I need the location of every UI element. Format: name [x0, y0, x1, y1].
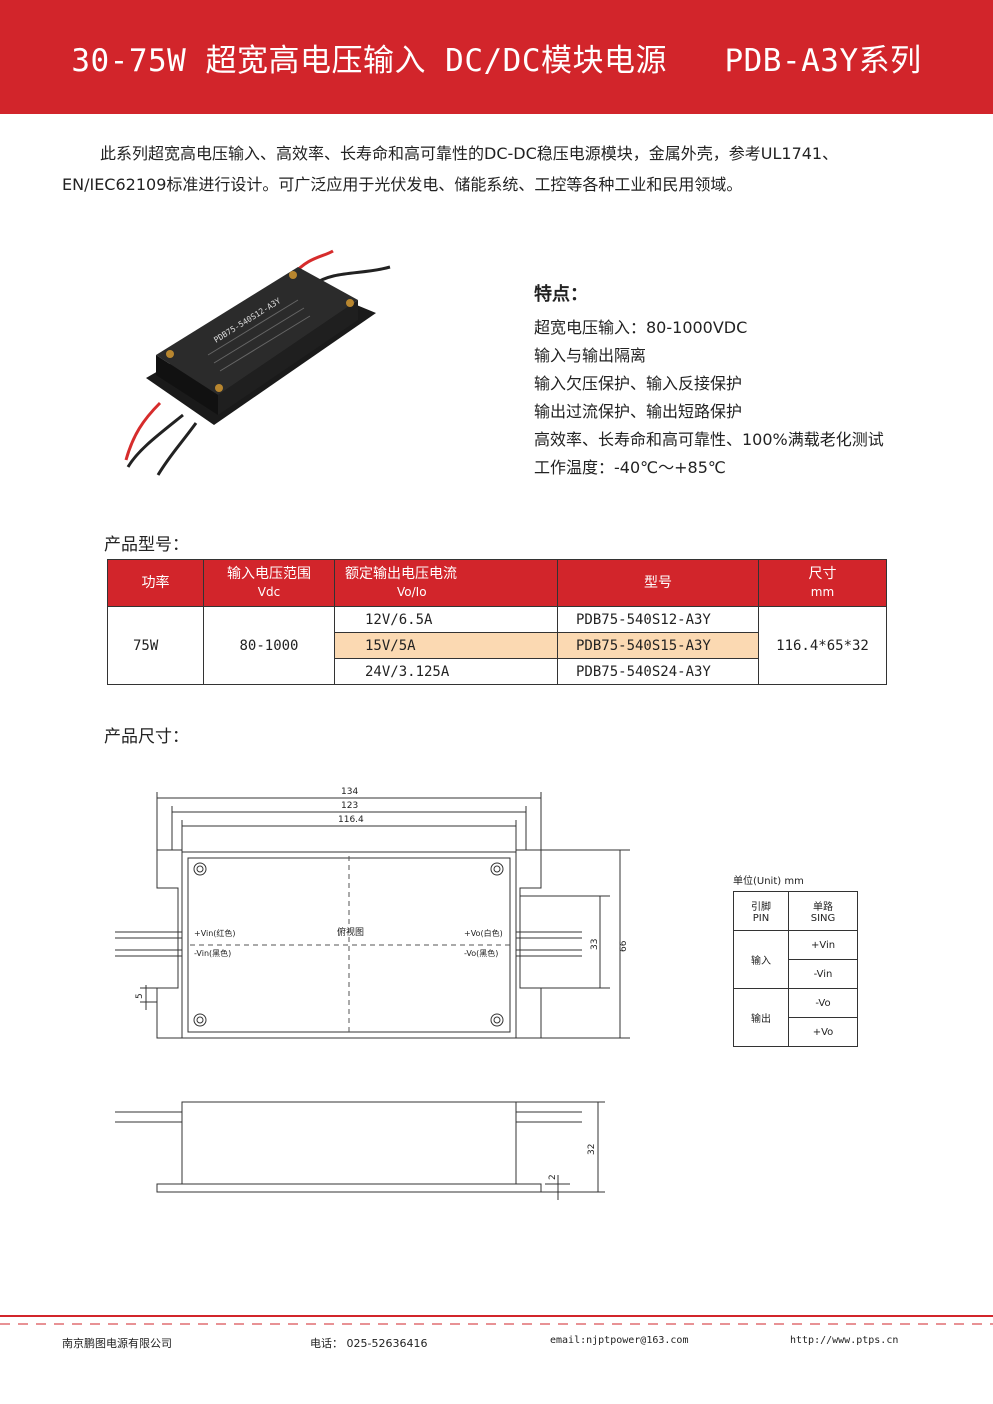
cell-output: 12V/6.5A [334, 606, 558, 633]
vin-pos-label: +Vin(红色) [194, 928, 236, 938]
feature-item: 输入与输出隔离 [534, 346, 647, 365]
dimension-drawing: 134 123 116.4 俯视图 +Vin(红色) -Vin(黑色) +Vo(… [115, 787, 630, 1200]
features-list: 超宽电压输入：80-1000VDC 输入与输出隔离 输入欠压保护、输入反接保护 … [534, 314, 954, 482]
footer-phone: 电话： 025-52636416 [310, 1337, 428, 1350]
cell-model: PDB75-540S12-A3Y [557, 606, 759, 633]
footer-website: http://www.ptps.cn [790, 1335, 899, 1346]
pin-cell: +Vin [788, 930, 858, 960]
pin-table-block: 单位(Unit) mm 引脚 PIN 单路 SING 输入 +Vin -Vin … [733, 872, 858, 1047]
dimensions-section-title: 产品尺寸： [104, 727, 189, 747]
models-table-header: 功率 输入电压范围 Vdc 额定输出电压电流 Vo/Io 型号 尺寸 mm [107, 559, 887, 607]
models-section-title: 产品型号： [104, 535, 189, 555]
dim-116: 116.4 [338, 815, 364, 825]
feature-item: 工作温度：-40℃～+85℃ [534, 458, 726, 477]
pin-cell: -Vin [788, 959, 858, 989]
pin-col1-header: 引脚 PIN [733, 891, 789, 931]
header-input-unit: Vdc [257, 585, 281, 599]
cell-size: 116.4*65*32 [758, 606, 887, 685]
table-row: 输出 -Vo [733, 988, 858, 1047]
table-row: 24V/3.125A PDB75-540S24-A3Y [108, 658, 887, 685]
pin-cell: +Vo [788, 1017, 858, 1047]
cell-model: PDB75-540S15-A3Y [557, 632, 759, 659]
dim-33: 33 [590, 939, 600, 950]
cell-model: PDB75-540S24-A3Y [557, 658, 759, 685]
table-row: 输入 +Vin [733, 930, 858, 989]
pin-table-header: 引脚 PIN 单路 SING [733, 891, 858, 931]
product-photo: PDB75-540S12-A3Y [124, 249, 391, 476]
intro-text: 此系列超宽高电压输入、高效率、长寿命和高可靠性的DC-DC稳压电源模块，金属外壳… [62, 144, 839, 194]
feature-item: 输入欠压保护、输入反接保护 [534, 374, 743, 393]
pin-col1-sub: PIN [752, 913, 770, 924]
pin-cell: -Vo [788, 988, 858, 1018]
feature-item: 高效率、长寿命和高可靠性、100%满载老化测试 [534, 430, 884, 449]
dim-32: 32 [587, 1144, 597, 1155]
pin-input-label: 输入 [733, 930, 789, 989]
vo-pos-label: +Vo(白色) [464, 928, 503, 938]
header-input: 输入电压范围 Vdc [203, 559, 335, 607]
models-table: 功率 输入电压范围 Vdc 额定输出电压电流 Vo/Io 型号 尺寸 mm 75… [107, 559, 887, 685]
intro-paragraph: 此系列超宽高电压输入、高效率、长寿命和高可靠性的DC-DC稳压电源模块，金属外壳… [62, 138, 922, 200]
header-input-label: 输入电压范围 [227, 566, 311, 582]
vin-neg-label: -Vin(黑色) [194, 948, 231, 958]
pin-col2-title: 单路 [813, 902, 833, 913]
footer-divider [0, 1315, 993, 1325]
pin-col2-header: 单路 SING [788, 891, 858, 931]
dim-2: 2 [548, 1174, 558, 1180]
header-model: 型号 [557, 559, 759, 607]
page-title-banner: 30-75W 超宽高电压输入 DC/DC模块电源 PDB-A3Y系列 [0, 0, 993, 114]
pin-col1-title: 引脚 [751, 902, 771, 913]
cell-power: 75W [107, 606, 204, 685]
header-output-unit: Vo/Io [397, 585, 427, 599]
features-title: 特点： [534, 284, 588, 305]
feature-item: 输出过流保护、输出短路保护 [534, 402, 743, 421]
header-output: 额定输出电压电流 Vo/Io [334, 559, 558, 607]
dim-5: 5 [135, 993, 145, 999]
header-size: 尺寸 mm [758, 559, 887, 607]
footer-company: 南京鹏图电源有限公司 [62, 1337, 172, 1350]
table-row: 75W 80-1000 12V/6.5A PDB75-540S12-A3Y 11… [107, 606, 887, 685]
pin-output-label: 输出 [733, 988, 789, 1047]
table-row: +Vo [734, 1017, 858, 1047]
cell-output: 15V/5A [334, 632, 558, 659]
dim-123: 123 [341, 801, 358, 811]
footer-email: email:njptpower@163.com [550, 1335, 689, 1346]
top-view-label: 俯视图 [337, 926, 364, 938]
cell-output: 24V/3.125A [334, 658, 558, 685]
cell-input: 80-1000 [203, 606, 335, 685]
header-size-unit: mm [810, 585, 835, 599]
features-block: 特点： 超宽电压输入：80-1000VDC 输入与输出隔离 输入欠压保护、输入反… [534, 280, 954, 482]
dim-66: 66 [619, 940, 629, 952]
vo-neg-label: -Vo(黑色) [464, 948, 498, 958]
feature-item: 超宽电压输入：80-1000VDC [534, 318, 748, 337]
header-output-label: 额定输出电压电流 [345, 566, 457, 582]
header-size-label: 尺寸 [808, 566, 837, 582]
header-power: 功率 [107, 559, 204, 607]
pin-col2-sub: SING [810, 913, 836, 924]
pin-table: 引脚 PIN 单路 SING 输入 +Vin -Vin 输出 -Vo +Vo [733, 891, 858, 1047]
footer: 南京鹏图电源有限公司 电话： 025-52636416 email:njptpo… [62, 1335, 922, 1353]
page-title: 30-75W 超宽高电压输入 DC/DC模块电源 PDB-A3Y系列 [71, 42, 922, 79]
dim-134: 134 [341, 787, 358, 797]
pin-unit-label: 单位(Unit) mm [733, 876, 804, 887]
